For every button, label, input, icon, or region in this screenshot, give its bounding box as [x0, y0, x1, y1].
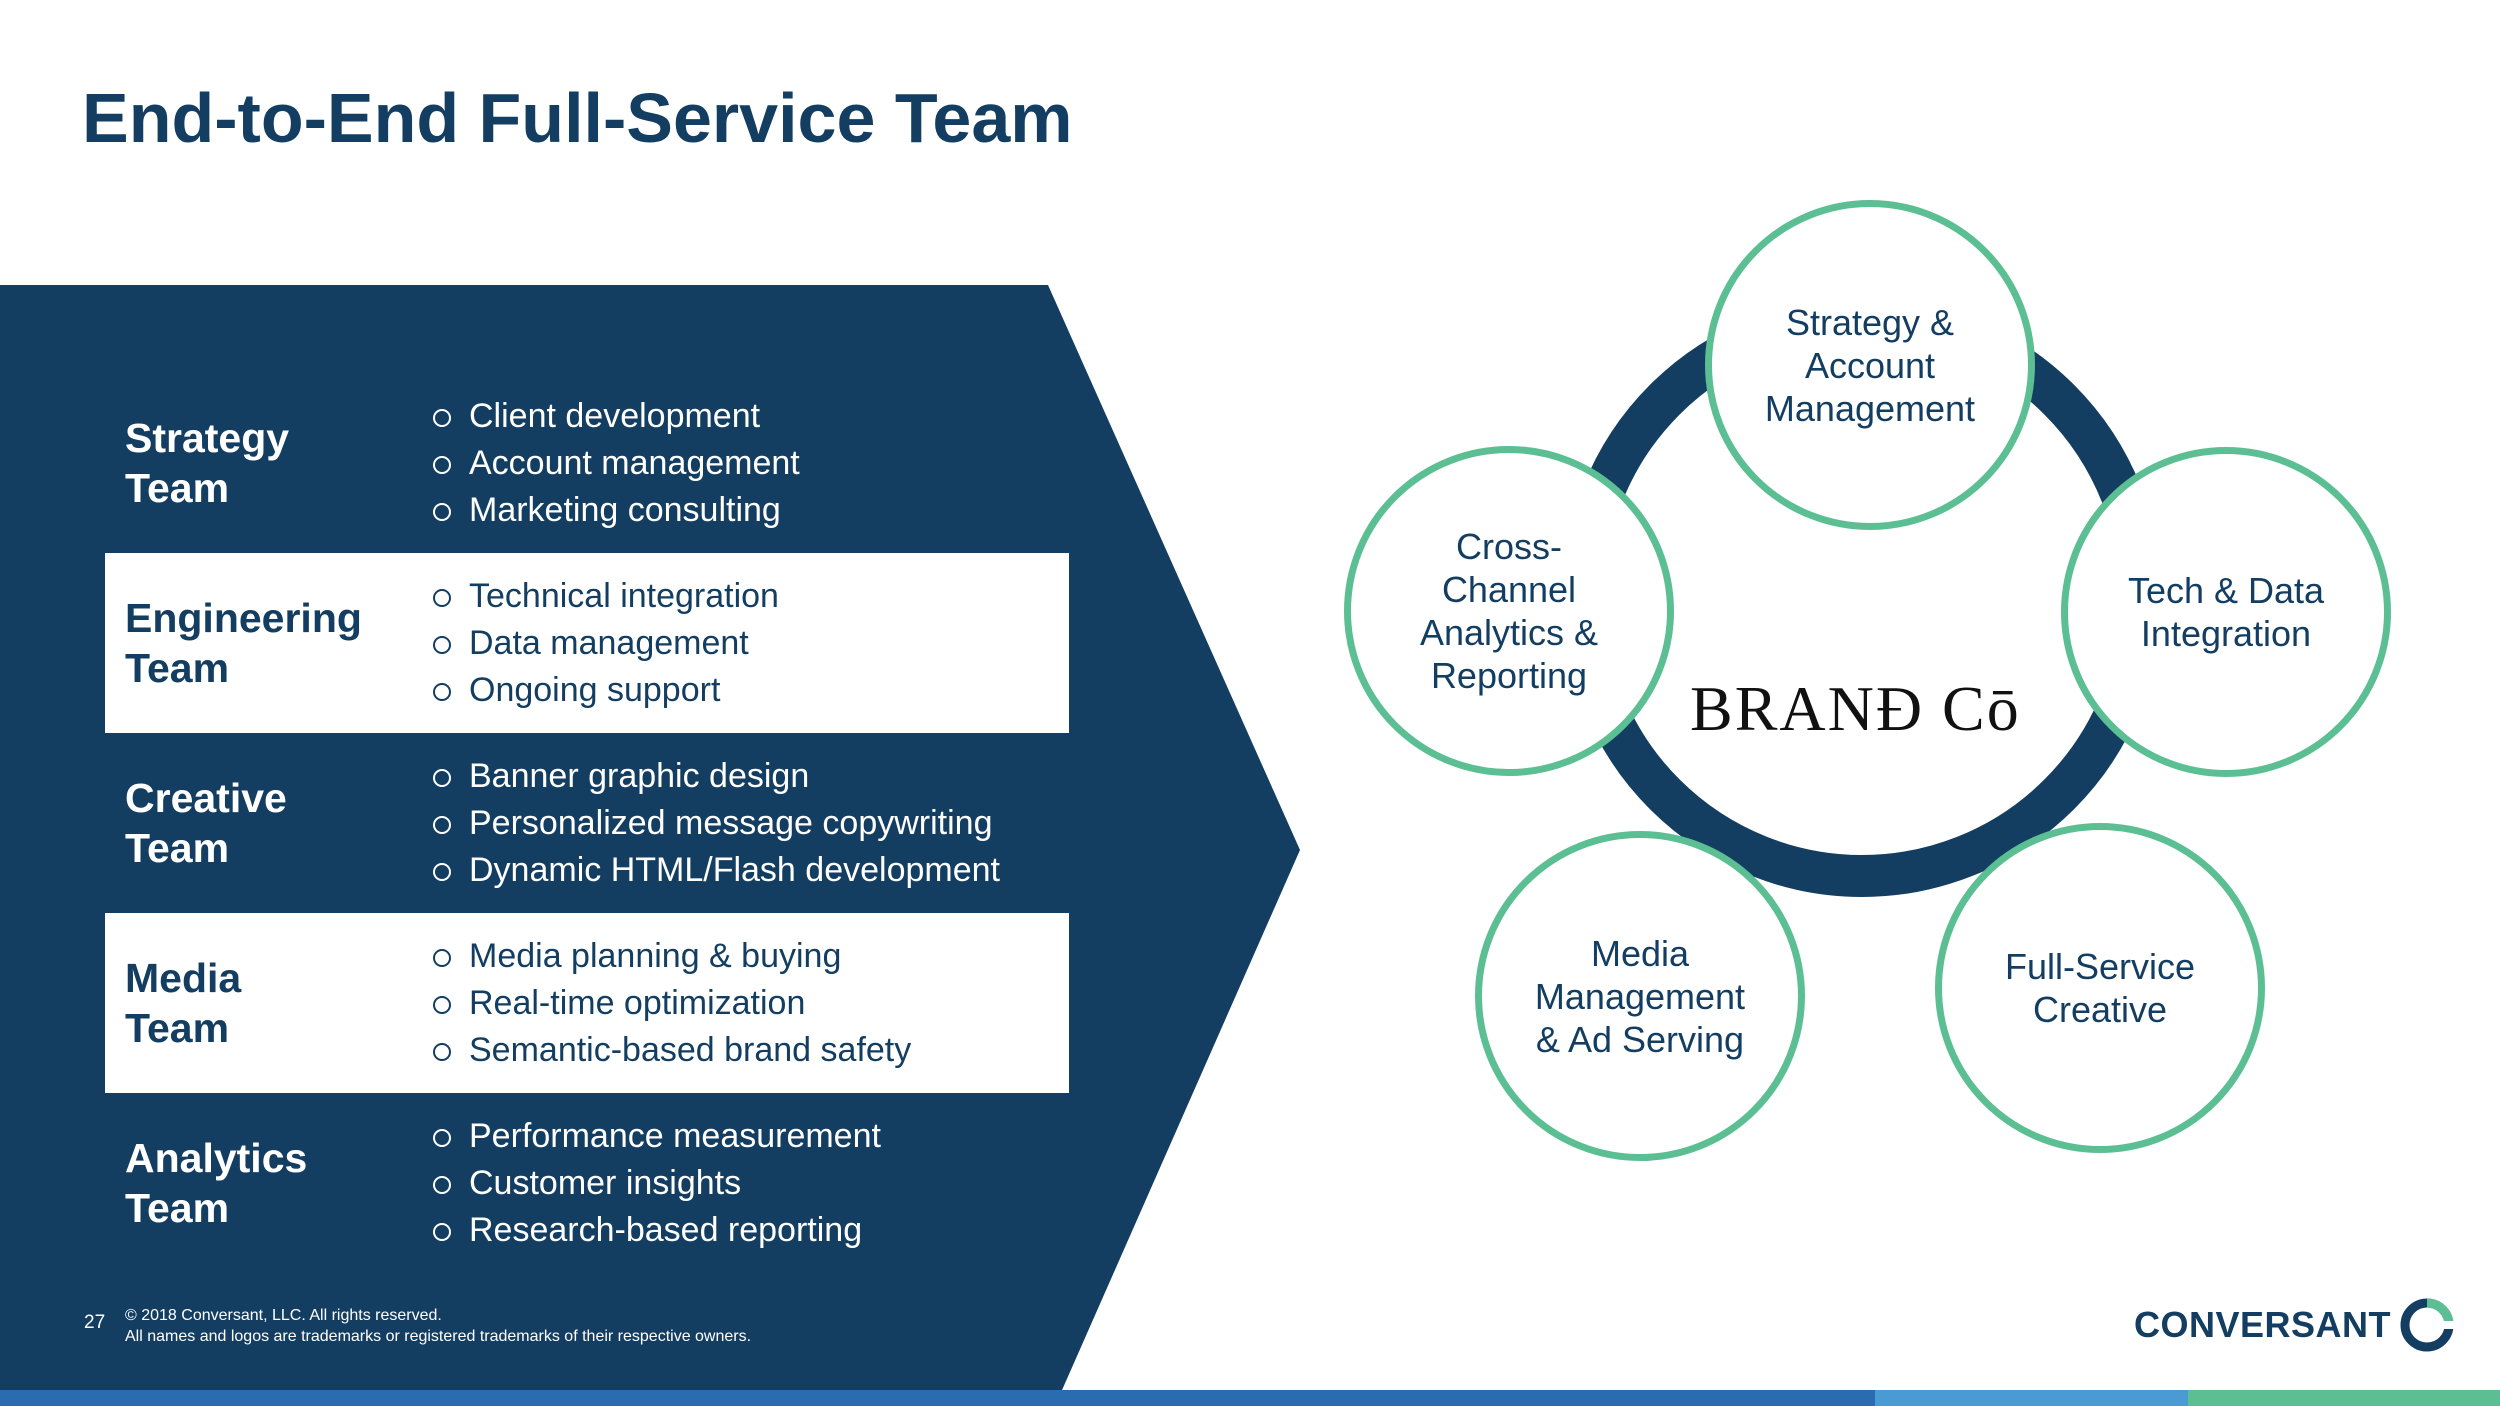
- bullet-text: Marketing consulting: [469, 490, 781, 529]
- bullet-text: Semantic-based brand safety: [469, 1030, 912, 1069]
- bullet-item: Research-based reporting: [433, 1207, 881, 1254]
- logo-text: CONVERSANT: [2134, 1304, 2392, 1345]
- bullet-item: Data management: [433, 620, 779, 667]
- bullet-icon: [433, 1129, 451, 1147]
- team-row-strategy: Strategy Team Client development Account…: [105, 373, 1069, 553]
- bullet-text: Technical integration: [469, 576, 779, 615]
- bullet-item: Banner graphic design: [433, 753, 1000, 800]
- bullet-icon: [433, 863, 451, 881]
- bullet-icon: [433, 1176, 451, 1194]
- bullet-icon: [433, 589, 451, 607]
- brand-logo-text: BRANĐ Cō: [1690, 673, 2021, 744]
- team-bullets: Technical integration Data management On…: [433, 553, 779, 733]
- cycle-node-creative: Full-Service Creative: [1935, 823, 2265, 1153]
- page-title: End-to-End Full-Service Team: [82, 79, 1073, 157]
- team-name: Media Team: [125, 955, 242, 1051]
- bullet-item: Customer insights: [433, 1160, 881, 1207]
- bullet-text: Customer insights: [469, 1163, 742, 1202]
- bullet-text: Client development: [469, 396, 761, 435]
- bullet-item: Account management: [433, 440, 800, 487]
- bullet-item: Client development: [433, 393, 800, 440]
- bullet-icon: [433, 409, 451, 427]
- team-bullets: Media planning & buying Real-time optimi…: [433, 913, 911, 1093]
- bullet-item: Media planning & buying: [433, 933, 911, 980]
- bullet-icon: [433, 1043, 451, 1061]
- conversant-logo-icon: [2400, 1298, 2460, 1352]
- bullet-text: Account management: [469, 443, 800, 482]
- bullet-text: Research-based reporting: [469, 1210, 863, 1249]
- footer-bar-green: [2188, 1390, 2500, 1406]
- bullet-text: Real-time optimization: [469, 983, 806, 1022]
- bullet-icon: [433, 503, 451, 521]
- team-row-creative: Creative Team Banner graphic design Pers…: [105, 733, 1069, 913]
- bullet-text: Performance measurement: [469, 1116, 881, 1155]
- bullet-icon: [433, 996, 451, 1014]
- team-row-analytics: Analytics Team Performance measurement C…: [105, 1093, 1069, 1273]
- team-name: Analytics Team: [125, 1135, 308, 1231]
- conversant-logo: CONVERSANT: [2134, 1295, 2461, 1355]
- bullet-text: Dynamic HTML/Flash development: [469, 850, 1000, 889]
- bullet-item: Marketing consulting: [433, 487, 800, 534]
- team-name: Engineering Team: [125, 595, 362, 691]
- bullet-item: Performance measurement: [433, 1113, 881, 1160]
- bullet-item: Semantic-based brand safety: [433, 1027, 911, 1074]
- team-bullets: Banner graphic design Personalized messa…: [433, 733, 1000, 913]
- footer-color-bar: [0, 1390, 2500, 1406]
- bullet-text: Personalized message copywriting: [469, 803, 993, 842]
- bullet-icon: [433, 769, 451, 787]
- cycle-node-strategy: Strategy & Account Management: [1705, 200, 2035, 530]
- bullet-icon: [433, 1223, 451, 1241]
- bullet-item: Dynamic HTML/Flash development: [433, 847, 1000, 894]
- team-row-engineering: Engineering Team Technical integration D…: [105, 553, 1069, 733]
- cycle-node-tech-data: Tech & Data Integration: [2061, 447, 2391, 777]
- bullet-item: Real-time optimization: [433, 980, 911, 1027]
- bullet-item: Personalized message copywriting: [433, 800, 1000, 847]
- bullet-icon: [433, 949, 451, 967]
- bullet-icon: [433, 456, 451, 474]
- cycle-node-analytics: Cross- Channel Analytics & Reporting: [1344, 446, 1674, 776]
- copyright-note: © 2018 Conversant, LLC. All rights reser…: [125, 1307, 752, 1345]
- team-row-media: Media Team Media planning & buying Real-…: [105, 913, 1069, 1093]
- bullet-text: Banner graphic design: [469, 756, 810, 795]
- bullet-text: Media planning & buying: [469, 936, 842, 975]
- bullet-icon: [433, 636, 451, 654]
- page-number: 27: [84, 1312, 106, 1333]
- bullet-item: Technical integration: [433, 573, 779, 620]
- footer-bar-light-blue: [1875, 1390, 2188, 1406]
- team-name: Strategy Team: [125, 415, 290, 511]
- team-bullets: Client development Account management Ma…: [433, 373, 800, 553]
- team-bullets: Performance measurement Customer insight…: [433, 1093, 881, 1273]
- bullet-item: Ongoing support: [433, 667, 779, 714]
- bullet-icon: [433, 816, 451, 834]
- bullet-text: Ongoing support: [469, 670, 721, 709]
- bullet-text: Data management: [469, 623, 749, 662]
- cycle-node-media: Media Management & Ad Serving: [1475, 831, 1805, 1161]
- footer-bar-blue: [0, 1390, 1875, 1406]
- bullet-icon: [433, 683, 451, 701]
- team-name: Creative Team: [125, 775, 287, 871]
